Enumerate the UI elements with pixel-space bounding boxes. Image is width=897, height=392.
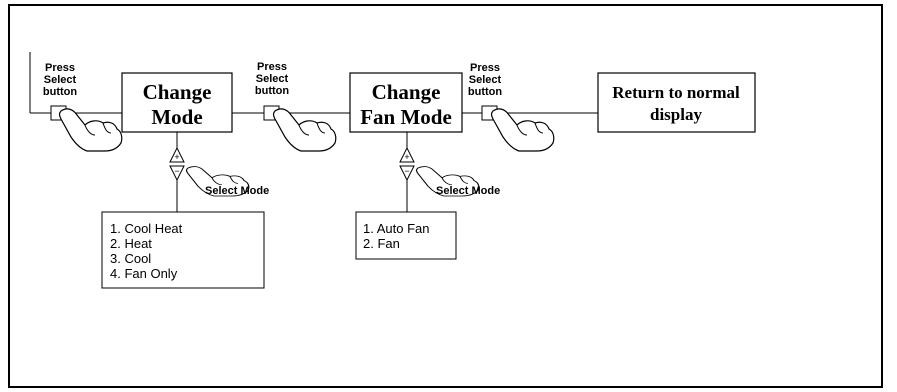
- svg-text:Select: Select: [44, 74, 77, 86]
- svg-text:Press: Press: [470, 62, 500, 74]
- return-to-normal-title-2: display: [650, 105, 702, 124]
- svg-text:button: button: [43, 86, 77, 98]
- svg-text:Press: Press: [45, 62, 75, 74]
- svg-text:−: −: [174, 166, 179, 176]
- option-item: 2. Heat: [110, 236, 152, 251]
- return-to-normal-title: Return to normal: [612, 83, 740, 102]
- svg-text:+: +: [174, 152, 179, 162]
- hand-pointer-icon: [58, 108, 123, 152]
- option-item: 3. Cool: [110, 251, 151, 266]
- select-mode-label: Select Mode: [205, 185, 269, 197]
- diagram-frame: [8, 4, 883, 388]
- hand-pointer-icon: [272, 108, 337, 152]
- fan-options-box: [355, 211, 457, 260]
- change-fan-mode-title-2: Fan Mode: [360, 105, 452, 129]
- down-arrow-icon[interactable]: [169, 165, 185, 182]
- change-mode-title-2: Mode: [151, 105, 202, 129]
- change-fan-mode-box: [349, 72, 463, 133]
- option-item: 2. Fan: [363, 236, 400, 251]
- up-arrow-icon[interactable]: [399, 146, 415, 163]
- svg-text:+: +: [404, 152, 409, 162]
- press-select-label: Press Select button: [255, 61, 289, 97]
- change-mode-box: [121, 72, 233, 133]
- option-item: 4. Fan Only: [110, 266, 178, 281]
- svg-text:button: button: [468, 86, 502, 98]
- svg-text:−: −: [404, 166, 409, 176]
- hand-pointer-icon: [490, 108, 555, 152]
- svg-text:Press: Press: [257, 61, 287, 73]
- option-item: 1. Auto Fan: [363, 221, 430, 236]
- mode-options-box: [101, 211, 265, 289]
- up-arrow-icon[interactable]: [169, 146, 185, 163]
- change-fan-mode-title: Change: [372, 80, 441, 104]
- return-to-normal-box: [597, 72, 756, 133]
- press-select-label: Press Select button: [468, 62, 502, 98]
- down-arrow-icon[interactable]: [399, 165, 415, 182]
- option-item: 1. Cool Heat: [110, 221, 183, 236]
- svg-text:button: button: [255, 85, 289, 97]
- select-mode-label: Select Mode: [436, 185, 500, 197]
- change-mode-title: Change: [143, 80, 212, 104]
- press-select-label: Press Select button: [43, 62, 77, 98]
- svg-text:Select: Select: [256, 73, 289, 85]
- svg-text:Select: Select: [469, 74, 502, 86]
